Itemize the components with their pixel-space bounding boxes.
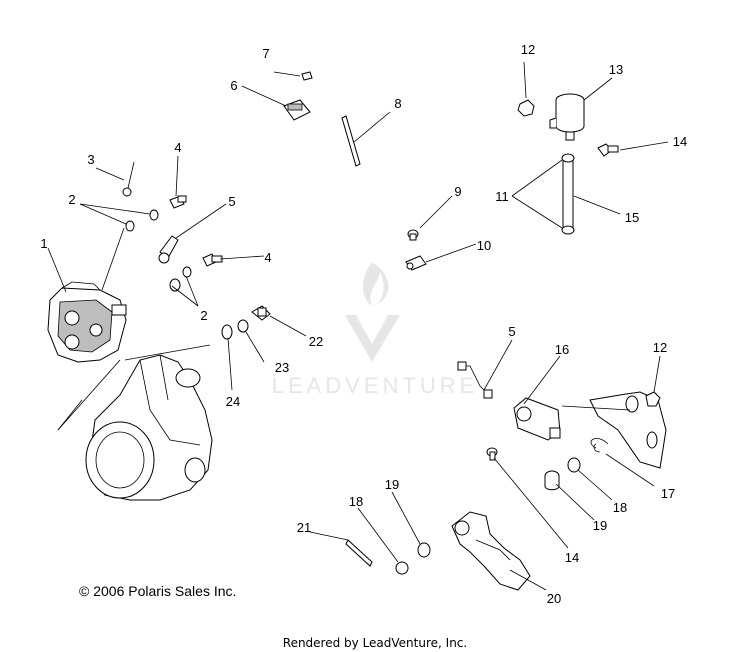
callout-3: 3: [87, 152, 94, 167]
reservoir-part: [549, 93, 585, 141]
leadventure-watermark: LEADVENTURE: [272, 262, 479, 398]
callout-4: 4: [174, 140, 181, 155]
hose-part: [561, 153, 575, 235]
callout-9: 9: [454, 184, 461, 199]
snap-ring-part: [590, 438, 609, 453]
brake-line-part: [122, 161, 135, 197]
bolt-part: [407, 229, 419, 241]
callout-18: 18: [349, 494, 363, 509]
screw-part: [486, 447, 498, 461]
bracket-part: [561, 391, 667, 469]
callout-labels: 1 2 2 3 4 4 5 5 6 7 8 9 10 11 12 12 13 1…: [40, 42, 687, 606]
washer-part: [221, 324, 233, 340]
callout-21: 21: [297, 520, 311, 535]
master-cylinder-part: [513, 397, 561, 441]
assembly-line: [57, 399, 83, 431]
callout-6: 6: [230, 78, 237, 93]
callout-18: 18: [613, 500, 627, 515]
washer-part: [417, 542, 431, 558]
nut-part: [517, 99, 535, 117]
leader-lines: [47, 61, 669, 591]
callout-14: 14: [565, 550, 579, 565]
callout-17: 17: [661, 486, 675, 501]
nut-part: [645, 391, 661, 407]
callout-22: 22: [309, 334, 323, 349]
copyright-text: © 2006 Polaris Sales Inc.: [79, 583, 237, 599]
callout-12: 12: [653, 340, 667, 355]
brake-pedal-part: [451, 511, 531, 591]
callout-10: 10: [477, 238, 491, 253]
callout-5: 5: [508, 324, 515, 339]
callout-19: 19: [593, 518, 607, 533]
callout-2: 2: [68, 192, 75, 207]
callout-12: 12: [521, 42, 535, 57]
callout-11: 11: [495, 189, 509, 204]
screw-part: [597, 143, 619, 157]
callout-5: 5: [228, 194, 235, 209]
knuckle-part: [85, 354, 213, 501]
callout-2: 2: [200, 308, 207, 323]
pin-part: [341, 115, 361, 167]
assembly-line: [124, 344, 211, 361]
callout-1: 1: [40, 236, 47, 251]
callout-20: 20: [547, 591, 561, 606]
washer-part: [395, 561, 409, 575]
rendered-by-text: Rendered by LeadVenture, Inc.: [282, 636, 468, 650]
cotter-pin-part: [345, 539, 373, 567]
callout-13: 13: [609, 62, 623, 77]
callout-8: 8: [394, 96, 401, 111]
callout-19: 19: [385, 477, 399, 492]
brake-caliper-part: [47, 281, 127, 363]
banjo-fitting-part: [158, 235, 179, 264]
callout-23: 23: [275, 360, 289, 375]
callout-4: 4: [264, 250, 271, 265]
clip-part: [283, 99, 311, 121]
washer-part: [567, 457, 581, 473]
callout-15: 15: [625, 210, 639, 225]
callout-24: 24: [226, 394, 240, 409]
callout-14: 14: [673, 134, 687, 149]
pin-part: [251, 305, 271, 321]
bolt-part: [202, 253, 223, 267]
washer-part: [237, 319, 249, 333]
bushing-part: [544, 470, 560, 491]
watermark-text: LEADVENTURE: [272, 373, 479, 398]
clamp-part: [405, 255, 427, 271]
v-logo-icon: [345, 315, 400, 362]
callout-7: 7: [262, 46, 269, 61]
fitting-part: [457, 361, 493, 399]
screw-part: [301, 71, 313, 81]
flame-logo-icon: [362, 262, 389, 306]
assembly-line: [57, 359, 121, 431]
washer-part: [125, 209, 192, 292]
bolt-part: [169, 195, 187, 209]
callout-16: 16: [555, 342, 569, 357]
